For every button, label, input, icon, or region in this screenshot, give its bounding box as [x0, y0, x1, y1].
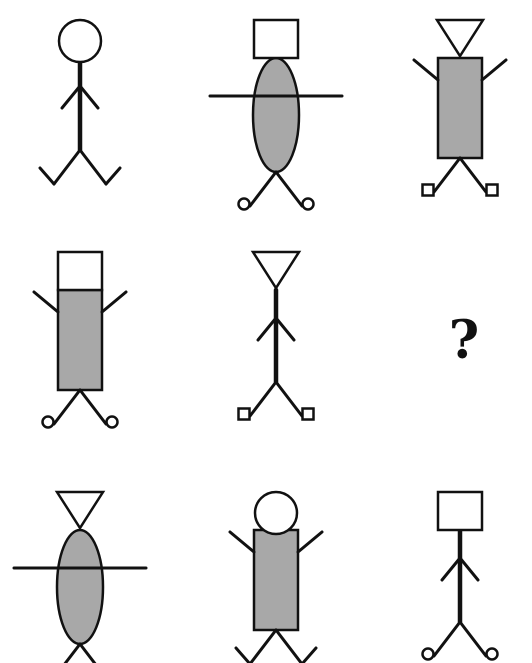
- left-arm: [414, 60, 438, 80]
- right-arm: [102, 292, 126, 312]
- triangle-head: [57, 492, 103, 528]
- figure-1: [40, 20, 120, 184]
- right-leg: [460, 622, 486, 656]
- right-square-foot: [303, 409, 314, 420]
- square-head: [254, 20, 298, 58]
- right-leg: [80, 644, 106, 663]
- ellipse-body: [253, 58, 299, 172]
- right-circle-foot: [107, 417, 118, 428]
- figure-9: [423, 492, 498, 660]
- triangle-head: [253, 252, 299, 288]
- left-leg: [434, 622, 460, 656]
- right-leg: [80, 390, 106, 424]
- left-square-foot: [423, 185, 434, 196]
- square-head: [438, 492, 482, 530]
- right-circle-foot: [303, 199, 314, 210]
- missing-figure-question-mark: ?: [449, 310, 479, 371]
- right-leg: [276, 172, 302, 206]
- rectangle-body: [58, 290, 102, 390]
- figure-7: [14, 492, 146, 663]
- right-leg: [80, 150, 106, 184]
- circle-head: [59, 20, 101, 62]
- left-foot-line: [236, 648, 250, 663]
- right-arm: [298, 532, 322, 552]
- figure-5: [239, 252, 314, 420]
- left-leg: [434, 158, 460, 192]
- left-circle-foot: [239, 199, 250, 210]
- figure-8: [230, 492, 322, 663]
- right-circle-foot: [487, 649, 498, 660]
- rectangle-body: [438, 58, 482, 158]
- left-leg: [54, 390, 80, 424]
- figure-3: [414, 20, 506, 196]
- left-leg: [250, 172, 276, 206]
- left-square-foot: [239, 409, 250, 420]
- left-leg: [54, 644, 80, 663]
- right-leg: [460, 158, 486, 192]
- left-leg: [250, 630, 276, 663]
- left-circle-foot: [423, 649, 434, 660]
- figure-2: [210, 20, 342, 210]
- figure-4: [34, 252, 126, 428]
- right-foot-line: [302, 648, 316, 663]
- left-circle-foot: [43, 417, 54, 428]
- left-arm: [34, 292, 58, 312]
- triangle-head: [437, 20, 483, 56]
- right-arm: [482, 60, 506, 80]
- circle-head: [255, 492, 297, 534]
- right-foot-line: [106, 168, 120, 184]
- right-leg: [276, 630, 302, 663]
- left-arm: [230, 532, 254, 552]
- rectangle-body: [254, 530, 298, 630]
- left-leg: [250, 382, 276, 416]
- right-leg: [276, 382, 302, 416]
- square-head: [58, 252, 102, 290]
- right-square-foot: [487, 185, 498, 196]
- left-foot-line: [40, 168, 54, 184]
- left-leg: [54, 150, 80, 184]
- ellipse-body: [57, 530, 103, 644]
